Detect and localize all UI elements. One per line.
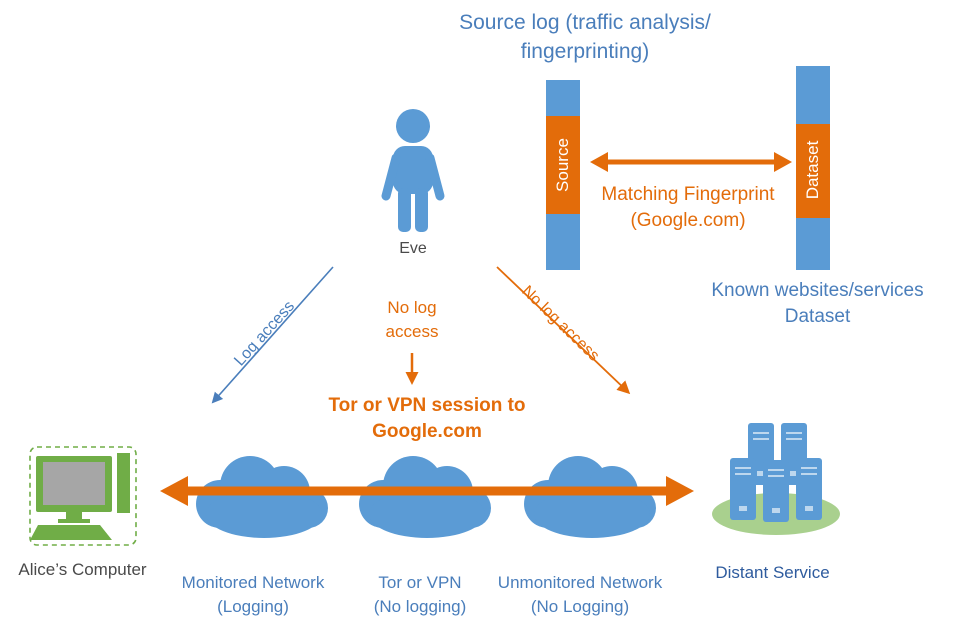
- monitored-network-line1: Monitored Network: [181, 573, 325, 592]
- unmonitored-network-line1: Unmonitored Network: [497, 573, 663, 592]
- matching-fingerprint-line1: Matching Fingerprint: [601, 184, 775, 205]
- eve-label: Eve: [399, 240, 427, 257]
- monitored-network-label: Monitored Network (Logging): [168, 571, 338, 619]
- matching-fingerprint-label: Matching Fingerprint (Google.com): [588, 182, 788, 234]
- distant-service-label: Distant Service: [715, 563, 830, 582]
- eve-person-icon: [381, 109, 445, 232]
- session-label: Tor or VPN session to Google.com: [307, 393, 547, 445]
- diagram-title: Source log (traffic analysis/ fingerprin…: [420, 8, 750, 66]
- unmonitored-network-cloud-icon: [524, 456, 656, 538]
- no-log-access-center-label: No log access: [362, 296, 462, 344]
- log-access-arrow: [211, 266, 334, 404]
- diagram-title-line1: Source log (traffic analysis/: [459, 11, 711, 34]
- no-log-access-right-arrow: [496, 266, 631, 395]
- tor-vpn-line2: (No logging): [373, 597, 467, 616]
- dataset-bar-label: Dataset: [803, 140, 822, 200]
- matching-fingerprint-arrow: [590, 152, 792, 172]
- tor-vpn-line1: Tor or VPN: [378, 573, 462, 592]
- alice-computer-label: Alice’s Computer: [18, 560, 147, 579]
- known-dataset-line2: Dataset: [784, 306, 851, 327]
- unmonitored-network-label: Unmonitored Network (No Logging): [490, 571, 670, 619]
- session-path-arrow: [160, 476, 694, 506]
- tor-vpn-label: Tor or VPN (No logging): [345, 571, 495, 619]
- unmonitored-network-line2: (No Logging): [530, 597, 630, 616]
- alice-computer-icon: [29, 446, 137, 546]
- tor-vpn-cloud-icon: [359, 456, 491, 538]
- known-dataset-label: Known websites/services Dataset: [695, 278, 940, 330]
- known-dataset-line1: Known websites/services: [711, 280, 924, 301]
- matching-fingerprint-line2: (Google.com): [630, 210, 746, 231]
- monitored-network-cloud-icon: [196, 456, 328, 538]
- session-label-line1: Tor or VPN session to: [328, 395, 526, 416]
- distant-service-servers-icon: [712, 422, 840, 535]
- source-log-bar: [546, 80, 580, 270]
- monitored-network-line2: (Logging): [217, 597, 289, 616]
- session-label-line2: Google.com: [372, 421, 482, 442]
- diagram-title-line2: fingerprinting): [520, 40, 650, 63]
- no-log-access-center-line1: No log: [387, 298, 437, 317]
- source-bar-label: Source: [553, 138, 572, 192]
- dataset-log-bar: [796, 66, 830, 270]
- no-log-access-center-line2: access: [385, 322, 439, 341]
